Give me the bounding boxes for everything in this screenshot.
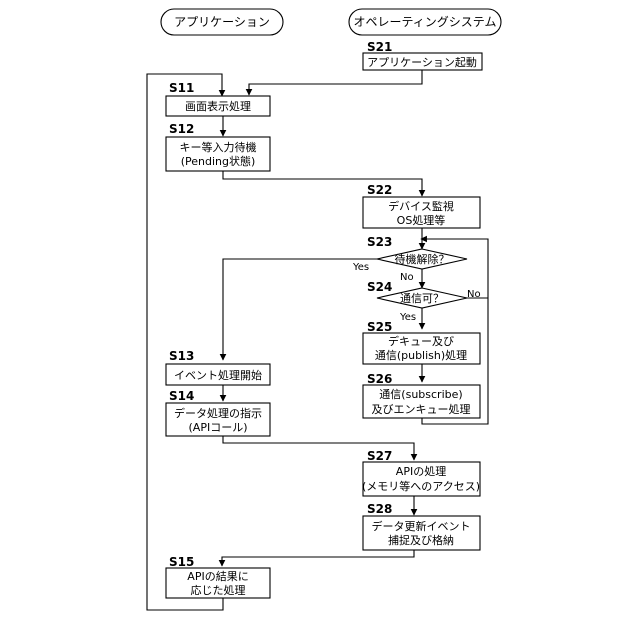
step-s28-text-2: 捕捉及び格納 bbox=[388, 533, 454, 547]
step-s15-text-2: 応じた処理 bbox=[191, 583, 246, 597]
step-s12-text-2: (Pending状態) bbox=[181, 154, 256, 168]
step-label-s28: S28 bbox=[367, 502, 392, 516]
step-label-s13: S13 bbox=[169, 349, 194, 363]
step-s22-device-monitor: デバイス監視 OS処理等 bbox=[363, 197, 480, 228]
step-s15-api-result: APIの結果に 応じた処理 bbox=[166, 568, 270, 598]
arrow-s28-s15 bbox=[222, 550, 414, 566]
step-s13-text-1: イベント処理開始 bbox=[174, 368, 262, 382]
step-s11-text-1: 画面表示処理 bbox=[185, 99, 251, 113]
lane-header-application: アプリケーション bbox=[161, 9, 283, 35]
step-label-s22: S22 bbox=[367, 183, 392, 197]
lane-header-application-label: アプリケーション bbox=[174, 15, 270, 29]
step-s14-text-1: データ処理の指示 bbox=[174, 406, 262, 420]
step-s27-text-1: APIの処理 bbox=[396, 465, 446, 478]
step-s11-screen-display: 画面表示処理 bbox=[166, 96, 270, 116]
step-s26-text-1: 通信(subscribe) bbox=[379, 388, 462, 401]
step-s13-event-start: イベント処理開始 bbox=[166, 364, 270, 385]
step-s12-text-1: キー等入力待機 bbox=[180, 140, 257, 154]
step-label-s27: S27 bbox=[367, 449, 392, 463]
arrow-s23-yes-s13 bbox=[223, 259, 377, 360]
step-s27-api-process: APIの処理 (メモリ等へのアクセス) bbox=[362, 462, 480, 496]
step-s26-text-2: 及びエンキュー処理 bbox=[372, 403, 471, 416]
branch-s24-no: No bbox=[467, 289, 481, 300]
arrow-s21-s11 bbox=[249, 70, 422, 95]
step-label-s11: S11 bbox=[169, 81, 194, 95]
step-s22-text-1: デバイス監視 bbox=[388, 199, 454, 213]
step-s15-text-1: APIの結果に bbox=[187, 569, 248, 583]
decision-s23-text: 待機解除？ bbox=[395, 252, 450, 266]
step-s25-text-2: 通信(publish)処理 bbox=[375, 349, 467, 362]
decision-s23-wait-release: 待機解除？ bbox=[377, 249, 467, 269]
decision-s24-text: 通信可？ bbox=[400, 292, 444, 305]
lane-header-os: オペレーティングシステム bbox=[349, 9, 501, 35]
step-label-s23: S23 bbox=[367, 235, 392, 249]
step-label-s15: S15 bbox=[169, 555, 194, 569]
step-label-s24: S24 bbox=[367, 280, 392, 294]
lane-header-os-label: オペレーティングシステム bbox=[354, 15, 497, 29]
step-s22-text-2: OS処理等 bbox=[397, 213, 446, 227]
step-label-s25: S25 bbox=[367, 320, 392, 334]
step-s28-update-capture: データ更新イベント 捕捉及び格納 bbox=[363, 516, 480, 550]
step-label-s26: S26 bbox=[367, 372, 392, 386]
step-s12-input-wait: キー等入力待機 (Pending状態) bbox=[166, 137, 270, 171]
step-s14-api-call: データ処理の指示 (APIコール) bbox=[166, 403, 270, 436]
step-s27-text-2: (メモリ等へのアクセス) bbox=[362, 479, 480, 493]
branch-s23-no: No bbox=[400, 272, 414, 283]
step-s14-text-2: (APIコール) bbox=[189, 421, 248, 434]
step-label-s12: S12 bbox=[169, 122, 194, 136]
step-s25-dequeue-publish: デキュー及び 通信(publish)処理 bbox=[363, 333, 480, 364]
step-label-s14: S14 bbox=[169, 389, 194, 403]
step-s25-text-1: デキュー及び bbox=[388, 334, 454, 348]
branch-s23-yes: Yes bbox=[352, 262, 369, 273]
step-s21-text-1: アプリケーション起動 bbox=[367, 55, 477, 69]
step-s28-text-1: データ更新イベント bbox=[372, 519, 471, 533]
branch-s24-yes: Yes bbox=[399, 312, 416, 323]
step-s26-subscribe-enqueue: 通信(subscribe) 及びエンキュー処理 bbox=[363, 385, 480, 418]
step-label-s21: S21 bbox=[367, 40, 392, 54]
step-s21-app-launch: アプリケーション起動 bbox=[363, 53, 482, 70]
